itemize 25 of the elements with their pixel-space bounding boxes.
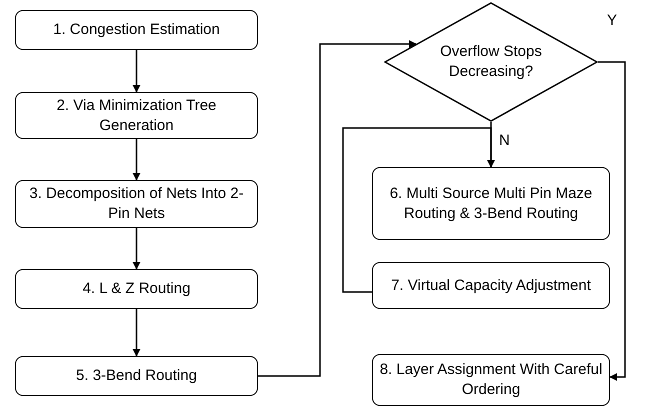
process-box bbox=[15, 180, 258, 228]
node-text: 6. Multi Source Multi Pin Maze Routing & 3-Bend Routing bbox=[388, 184, 594, 224]
decision-diamond bbox=[384, 2, 598, 122]
process-box bbox=[372, 167, 610, 240]
node-text: 1. Congestion Estimation bbox=[53, 20, 220, 40]
arrow bbox=[598, 61, 626, 381]
node-text: 5. 3-Bend Routing bbox=[76, 366, 197, 386]
node-text: Overflow Stops Decreasing? bbox=[439, 42, 543, 82]
node-text: 4. L & Z Routing bbox=[82, 279, 190, 299]
process-box bbox=[15, 10, 258, 50]
arrow bbox=[132, 309, 140, 357]
arrow bbox=[132, 50, 140, 93]
node-text: 7. Virtual Capacity Adjustment bbox=[391, 276, 591, 296]
node-text: 8. Layer Assignment With Careful Ordering bbox=[378, 360, 604, 400]
process-box bbox=[15, 356, 258, 396]
process-box bbox=[15, 269, 258, 309]
arrow bbox=[132, 228, 140, 270]
process-box bbox=[15, 92, 258, 139]
arrow bbox=[258, 40, 417, 377]
arrow bbox=[342, 127, 495, 293]
node-text: 2. Via Minimization Tree Generation bbox=[56, 96, 218, 136]
process-box bbox=[372, 262, 610, 309]
node-text: 3. Decomposition of Nets Into 2-Pin Nets bbox=[28, 184, 245, 224]
arrow bbox=[132, 139, 140, 181]
process-box bbox=[372, 354, 610, 406]
